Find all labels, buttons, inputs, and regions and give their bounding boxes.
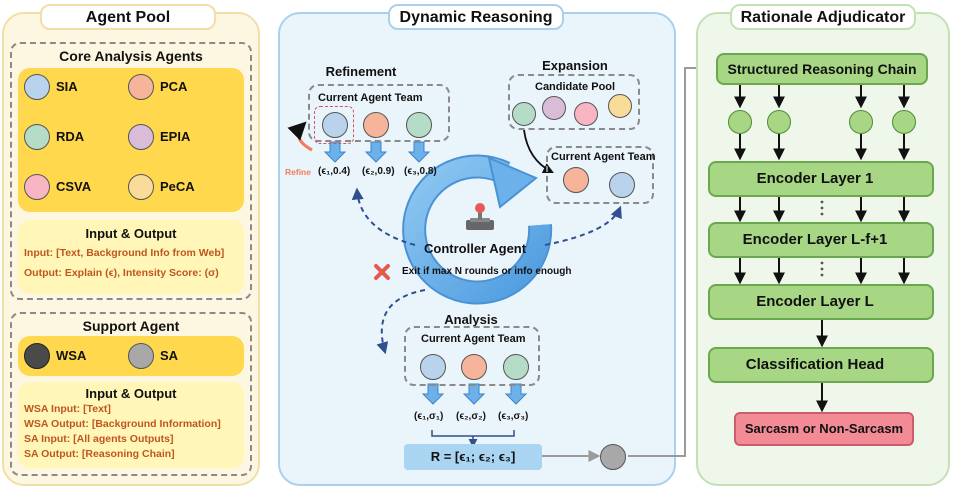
analysis-title: Analysis: [444, 312, 498, 327]
controller-agent-label: Controller Agent: [424, 241, 527, 256]
analysis-agent-1-icon: [420, 354, 446, 380]
core-agents-title: Core Analysis Agents: [59, 48, 203, 64]
token-node-4: [892, 110, 916, 134]
classification-head: Classification Head: [708, 347, 934, 383]
core-io-output: Output: Explain (ϵ), Intensity Score: (σ…: [24, 267, 219, 279]
joystick-icon: [466, 203, 494, 230]
refine-highlight-box: [314, 106, 354, 144]
refine-label: Refine: [285, 167, 311, 177]
refinement-title: Refinement: [325, 64, 397, 79]
dynamic-reasoning-panel: [278, 12, 676, 486]
encoder-layer-l-label: Encoder Layer L: [756, 293, 874, 310]
agent-rda-icon: [24, 124, 50, 150]
candidate-pool-label: Candidate Pool: [535, 81, 616, 93]
agent-peca-label: PeCA: [160, 179, 195, 194]
analysis-output-3: (ϵ₃,σ₃): [498, 411, 529, 422]
adjudicator-title: Rationale Adjudicator: [730, 4, 916, 30]
encoder-layer-1: Encoder Layer 1: [708, 161, 934, 197]
agent-sa-icon: [128, 343, 154, 369]
analysis-output-1: (ϵ₁,σ₁): [414, 411, 444, 422]
encoder-layer-l-f-1: Encoder Layer L-f+1: [708, 222, 934, 258]
core-io-input: Input: [Text, Background Info from Web]: [24, 247, 225, 259]
reasoning-chain-box: Structured Reasoning Chain: [716, 53, 928, 85]
agent-sa-label: SA: [160, 348, 179, 363]
support-agents-title: Support Agent: [82, 318, 180, 334]
support-io-box: [18, 382, 244, 468]
analysis-team-box: [404, 326, 540, 386]
token-node-2: [767, 110, 791, 134]
agent-csva-label: CSVA: [56, 179, 92, 194]
result-box: R = [ϵ₁; ϵ₂; ϵ₃]: [404, 444, 542, 470]
refinement-output-2: (ϵ₂,0.9): [362, 166, 395, 177]
refinement-output-1: (ϵ₁,0.4): [318, 166, 351, 177]
agent-sia-icon: [24, 74, 50, 100]
support-io-line-3: SA Input: [All agents Outputs]: [24, 433, 174, 445]
analysis-agent-3-icon: [503, 354, 529, 380]
agent-rda-label: RDA: [56, 129, 85, 144]
token-node-3: [849, 110, 873, 134]
refinement-team-box: [308, 84, 450, 142]
encoder-layer-1-label: Encoder Layer 1: [756, 170, 874, 187]
core-io-box: [18, 220, 244, 294]
core-agents-group: [10, 42, 252, 300]
candidate-agent-2-icon: [542, 96, 566, 120]
analysis-team-label: Current Agent Team: [421, 333, 526, 345]
refinement-team-label: Current Agent Team: [318, 92, 423, 104]
agent-pool-title: Agent Pool: [40, 4, 216, 30]
encoder-layer-l: Encoder Layer L: [708, 284, 934, 320]
refinement-agent-2-icon: [363, 112, 389, 138]
dynamic-reasoning-title: Dynamic Reasoning: [388, 4, 564, 30]
agent-epia-icon: [128, 124, 154, 150]
agent-pca-label: PCA: [160, 79, 188, 94]
expansion-team-box: [546, 146, 654, 204]
support-io-line-4: SA Output: [Reasoning Chain]: [24, 448, 175, 460]
agent-pca-icon: [128, 74, 154, 100]
agent-epia-label: EPIA: [160, 129, 191, 144]
agent-peca-icon: [128, 174, 154, 200]
support-io-title: Input & Output: [85, 386, 177, 401]
output-label-box: Sarcasm or Non-Sarcasm: [734, 412, 914, 446]
aggregation-node: [600, 444, 626, 470]
agent-csva-icon: [24, 174, 50, 200]
candidate-pool-box: [508, 74, 640, 130]
agent-wsa-icon: [24, 343, 50, 369]
refinement-agent-1-icon: [322, 112, 348, 138]
candidate-agent-4-icon: [608, 94, 632, 118]
refinement-output-3: (ϵ₃,0.8): [404, 166, 437, 177]
classification-head-label: Classification Head: [745, 356, 885, 373]
support-io-line-1: WSA Input: [Text]: [24, 403, 111, 415]
agent-sia-label: SIA: [56, 79, 78, 94]
controller-exit-text: Exit if max N rounds or info enough: [402, 266, 572, 277]
candidate-agent-3-icon: [574, 102, 598, 126]
analysis-output-2: (ϵ₂,σ₂): [456, 411, 486, 422]
expansion-agent-2-icon: [609, 172, 635, 198]
support-io-line-2: WSA Output: [Background Information]: [24, 418, 221, 430]
refinement-agent-3-icon: [406, 112, 432, 138]
encoder-layer-l-f-1-label: Encoder Layer L-f+1: [742, 231, 888, 248]
core-io-title: Input & Output: [85, 226, 177, 241]
exit-cross-icon: [374, 264, 390, 280]
token-node-1: [728, 110, 752, 134]
expansion-agent-1-icon: [563, 167, 589, 193]
support-agents-group: [10, 312, 252, 476]
candidate-agent-1-icon: [512, 102, 536, 126]
analysis-agent-2-icon: [461, 354, 487, 380]
expansion-title: Expansion: [542, 58, 608, 73]
expansion-team-label: Current Agent Team: [551, 151, 656, 163]
agent-wsa-label: WSA: [56, 348, 87, 363]
